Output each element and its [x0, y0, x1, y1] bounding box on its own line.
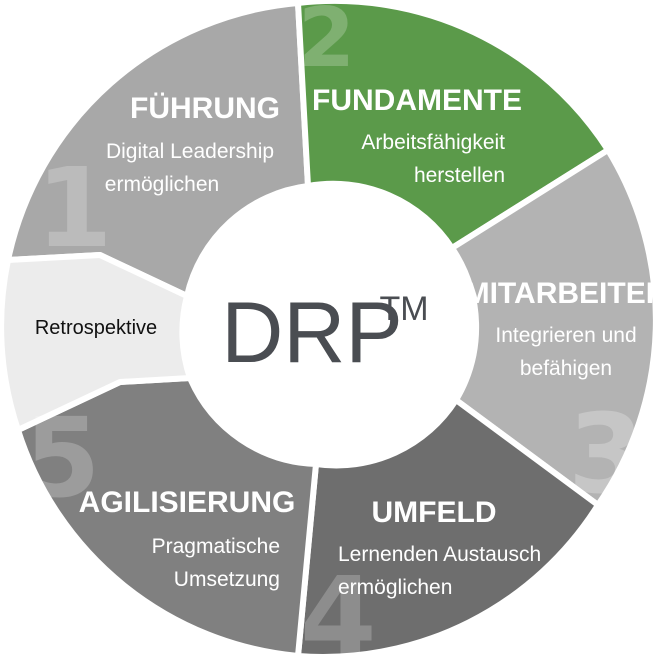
segment-line2-mitarbeiter: befähigen [520, 357, 612, 380]
segment-number-5: 5 [24, 394, 101, 522]
segment-line2-umfeld: ermöglichen [338, 576, 452, 599]
segment-line1-fuehrung: Digital Leadership [106, 140, 274, 163]
segment-line1-fundamente: Arbeitsfähigkeit [361, 131, 505, 154]
segment-number-4: 4 [300, 553, 377, 659]
segment-title-agilisierung: AGILISIERUNG [79, 486, 296, 519]
segment-title-fuehrung: FÜHRUNG [130, 92, 280, 125]
center-hub [186, 185, 462, 461]
segment-title-umfeld: UMFELD [372, 496, 497, 529]
segment-agilisierung[interactable] [15, 375, 319, 659]
segment-line1-agilisierung: Pragmatische [152, 535, 280, 558]
segment-line2-agilisierung: Umsetzung [174, 568, 280, 591]
segment-umfeld[interactable] [295, 397, 601, 659]
segment-line2-fundamente: herstellen [414, 164, 505, 187]
segment-retrospektive[interactable] [0, 252, 193, 433]
segment-line1-umfeld: Lernenden Austausch [338, 543, 541, 566]
segment-fundamente[interactable] [295, 0, 611, 251]
center-label: DRP [221, 285, 403, 381]
segment-line2-fuehrung: ermöglichen [105, 173, 219, 196]
segment-mitarbeiter[interactable] [449, 147, 659, 508]
segment-line1-mitarbeiter: Integrieren und [495, 324, 636, 347]
segment-number-1: 1 [36, 144, 113, 272]
segment-title-mitarbeiter: MITARBEITER [465, 277, 660, 310]
segment-title-fundamente: FUNDAMENTE [312, 84, 522, 117]
segment-number-2: 2 [298, 0, 355, 86]
segment-number-3: 3 [568, 390, 645, 518]
center-trademark: TM [379, 290, 428, 328]
retrospective-label: Retrospektive [35, 317, 157, 339]
